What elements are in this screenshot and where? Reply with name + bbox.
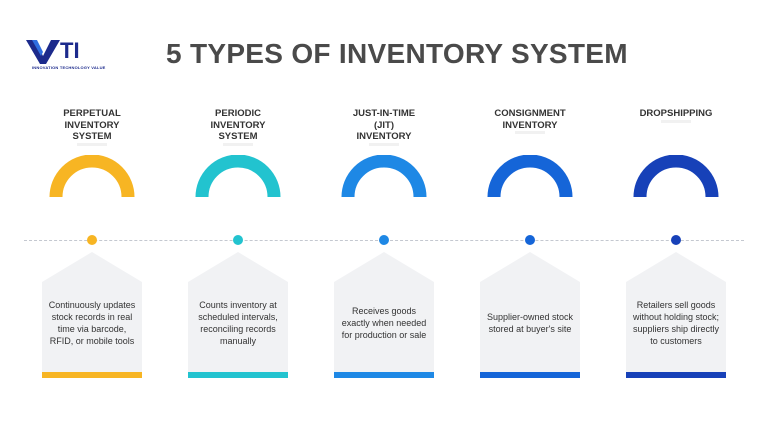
inventory-type-name-line: JUST-IN-TIME xyxy=(352,108,416,119)
color-bar xyxy=(42,372,142,378)
brand-name: TI xyxy=(60,38,80,63)
title-underline xyxy=(77,142,107,146)
brand-tagline: INNOVATION TECHNOLOGY VALUE xyxy=(32,65,106,70)
inventory-type-name: JUST-IN-TIME(JIT)INVENTORY xyxy=(324,108,444,146)
arc-path xyxy=(195,155,281,198)
inventory-type-name: DROPSHIPPING xyxy=(616,108,736,123)
inventory-type-description: Counts inventory at scheduled intervals,… xyxy=(198,300,278,346)
color-bar xyxy=(626,372,726,378)
semicircle-arc-icon xyxy=(633,155,719,198)
vti-logo-icon xyxy=(26,40,60,64)
inventory-type-name-line: INVENTORY xyxy=(210,119,266,131)
timeline-dot xyxy=(525,235,535,245)
inventory-type-name-line: CONSIGNMENT xyxy=(494,108,566,119)
inventory-type-name-line: (JIT) xyxy=(373,119,395,131)
inventory-type-name-line: SYSTEM xyxy=(72,131,112,142)
semicircle-arc-icon xyxy=(341,155,427,198)
arc-path xyxy=(49,155,135,198)
page-title: 5 TYPES OF INVENTORY SYSTEM xyxy=(166,38,628,69)
inventory-type-name-line: DROPSHIPPING xyxy=(639,108,713,119)
inventory-type-name-line: SYSTEM xyxy=(218,131,258,142)
inventory-type-description: Retailers sell goods without holding sto… xyxy=(632,300,720,346)
color-bar xyxy=(334,372,434,378)
inventory-type-description: Continuously updates stock records in re… xyxy=(48,300,136,346)
title-underline xyxy=(223,142,253,146)
description-card xyxy=(334,252,434,372)
card-shape xyxy=(626,252,726,372)
description-card xyxy=(626,252,726,372)
card-shape xyxy=(42,252,142,372)
card-shape xyxy=(334,252,434,372)
color-bar xyxy=(480,372,580,378)
arc-path xyxy=(633,155,719,198)
inventory-type-name-line: PERIODIC xyxy=(215,108,261,119)
description-card xyxy=(42,252,142,372)
inventory-type-column: DROPSHIPPING Retailers sell goods without… xyxy=(616,0,736,432)
timeline-dot xyxy=(233,235,243,245)
inventory-type-name-line: PERPETUAL xyxy=(63,108,121,119)
card-shape xyxy=(188,252,288,372)
timeline-dot xyxy=(671,235,681,245)
inventory-type-description: Supplier-owned stock stored at buyer's s… xyxy=(486,312,574,334)
title-underline xyxy=(661,119,691,123)
timeline-dot xyxy=(87,235,97,245)
inventory-type-name-line: INVENTORY xyxy=(64,119,120,131)
semicircle-arc-icon xyxy=(487,155,573,198)
description-card xyxy=(480,252,580,372)
timeline-dot xyxy=(379,235,389,245)
title-underline xyxy=(369,142,399,146)
inventory-type-name-line: INVENTORY xyxy=(356,131,412,142)
semicircle-arc-icon xyxy=(195,155,281,198)
title-underline xyxy=(515,131,545,134)
arc-path xyxy=(487,155,573,198)
card-shape xyxy=(480,252,580,372)
inventory-type-description: Receives goods exactly when needed for p… xyxy=(341,306,427,340)
arc-path xyxy=(341,155,427,198)
color-bar xyxy=(188,372,288,378)
inventory-type-name-line: INVENTORY xyxy=(502,119,558,131)
inventory-type-column: JUST-IN-TIME(JIT)INVENTORY Receives goods… xyxy=(324,0,444,432)
brand-logo: TI INNOVATION TECHNOLOGY VALUE xyxy=(26,36,106,76)
description-card xyxy=(188,252,288,372)
semicircle-arc-icon xyxy=(49,155,135,198)
